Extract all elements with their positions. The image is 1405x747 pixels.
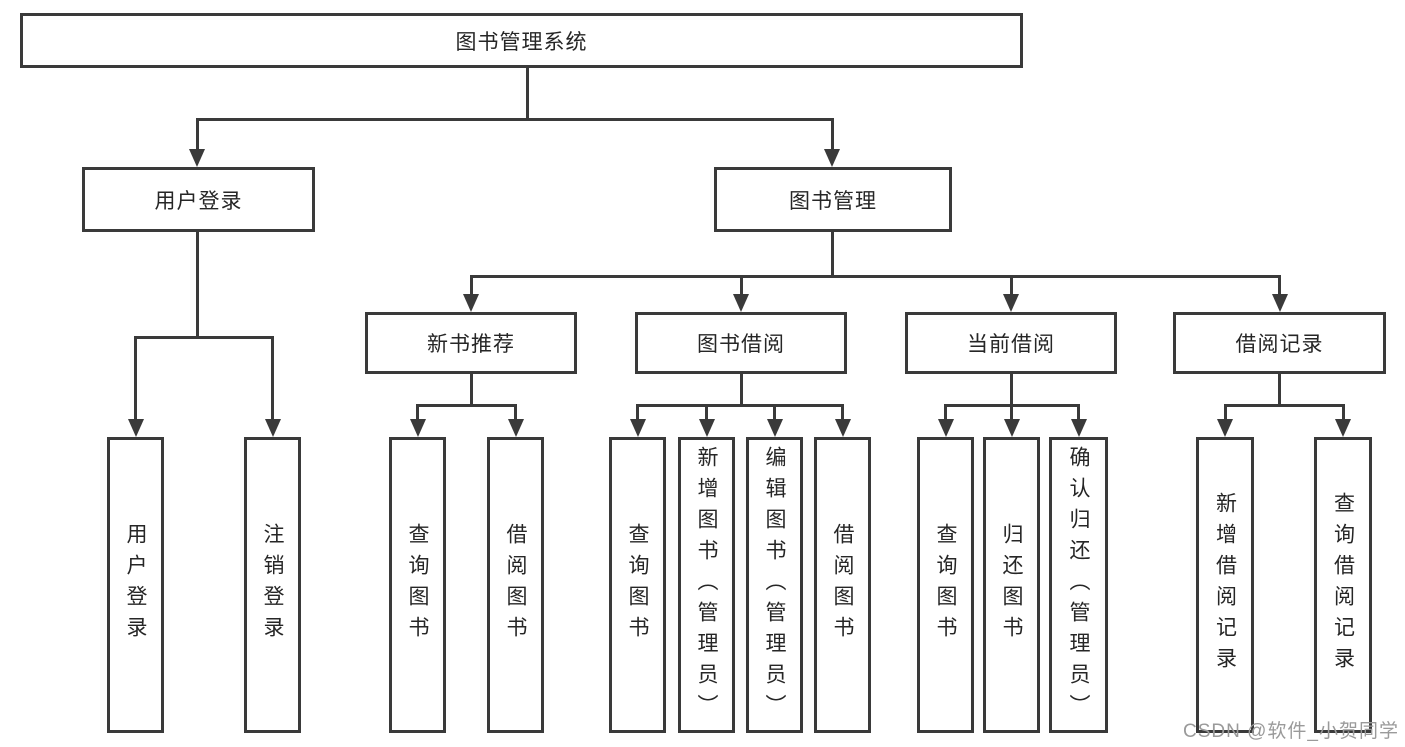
connector-bus-level2: [195, 118, 833, 121]
arrow-down-to-book-management: [830, 118, 834, 149]
connector-bus-user-login: [134, 336, 274, 339]
node-borrowing-records: 借阅记录: [1173, 312, 1386, 374]
arrow-down-leaf: [1077, 404, 1080, 419]
leaf-add-borrow-record: 新增借阅记录: [1196, 437, 1254, 733]
node-new-book-recommend: 新书推荐: [365, 312, 577, 374]
node-label: 用户登录: [154, 189, 243, 213]
arrow-down-leaf: [514, 404, 517, 419]
arrow-down-leaf: [1010, 404, 1013, 419]
leaf-add-book-admin: 新增图书（管理员）: [678, 437, 735, 733]
node-label: 借阅记录: [1235, 333, 1324, 356]
arrow-down-leaf: [1223, 404, 1227, 419]
leaf-query-book-recommend: 查询图书: [389, 437, 446, 733]
arrow-down-leaf: [773, 404, 776, 419]
leaf-confirm-return-admin: 确认归还（管理员）: [1049, 437, 1108, 733]
arrow-down-leaf: [841, 404, 844, 419]
leaf-edit-book-admin: 编辑图书（管理员）: [746, 437, 803, 733]
connector-root-drop: [525, 68, 529, 121]
arrow-down-to-new-book-recommend: [469, 275, 473, 294]
leaf-label: 新增借阅记录: [1213, 492, 1237, 678]
leaf-user-login: 用户登录: [107, 437, 164, 733]
arrow-down-to-user-login: [195, 118, 199, 149]
arrow-down-leaf: [416, 404, 419, 419]
connector-bus-borrowing-records: [1223, 404, 1345, 407]
leaf-label: 查询图书: [406, 523, 429, 647]
leaf-logout: 注销登录: [244, 437, 301, 733]
arrow-down-to-book-borrowing: [739, 275, 743, 294]
arrow-down-to-borrowing-records: [1278, 275, 1281, 294]
leaf-label: 用户登录: [124, 523, 147, 647]
node-label: 新书推荐: [427, 333, 515, 356]
leaf-query-book-current: 查询图书: [917, 437, 974, 733]
leaf-label: 新增图书（管理员）: [695, 445, 718, 725]
connector-borrowing-records-drop: [1278, 374, 1281, 407]
leaf-label: 确认归还（管理员）: [1067, 445, 1090, 725]
connector-bus-level3: [469, 275, 1280, 278]
node-user-login-group: 用户登录: [82, 167, 315, 232]
connector-book-borrowing-drop: [739, 374, 743, 407]
connector-bus-new-book-recommend: [416, 404, 517, 407]
leaf-borrow-book-recommend: 借阅图书: [487, 437, 544, 733]
node-book-borrowing: 图书借阅: [635, 312, 847, 374]
arrow-down-to-leaf-logout: [271, 336, 274, 419]
connector-user-login-drop: [195, 232, 199, 339]
arrow-down-leaf: [1341, 404, 1345, 419]
leaf-label: 借阅图书: [831, 523, 854, 647]
node-label: 图书管理: [789, 189, 877, 213]
connector-bus-book-borrowing: [636, 404, 844, 407]
arrow-down-leaf: [944, 404, 947, 419]
connector-book-management-drop: [830, 232, 834, 278]
node-label: 当前借阅: [967, 333, 1055, 356]
node-root-label: 图书管理系统: [455, 30, 588, 54]
node-current-borrowing: 当前借阅: [905, 312, 1117, 374]
leaf-label: 编辑图书（管理员）: [763, 445, 786, 725]
arrow-down-to-leaf-user-login: [134, 336, 137, 419]
leaf-label: 查询图书: [626, 523, 649, 647]
node-label: 图书借阅: [697, 333, 785, 356]
leaf-label: 注销登录: [261, 523, 284, 647]
leaf-borrow-book: 借阅图书: [814, 437, 871, 733]
arrow-down-to-current-borrowing: [1009, 275, 1013, 294]
connector-current-borrowing-drop: [1009, 374, 1013, 407]
node-book-management: 图书管理: [714, 167, 952, 232]
leaf-label: 查询借阅记录: [1331, 492, 1355, 678]
leaf-label: 借阅图书: [504, 523, 527, 647]
leaf-query-borrow-record: 查询借阅记录: [1314, 437, 1372, 733]
arrow-down-leaf: [705, 404, 708, 419]
csdn-watermark: CSDN @软件_小贺同学: [1183, 721, 1399, 742]
leaf-return-book: 归还图书: [983, 437, 1040, 733]
leaf-label: 归还图书: [1000, 523, 1023, 647]
connector-new-book-recommend-drop: [469, 374, 473, 407]
leaf-label: 查询图书: [934, 523, 957, 647]
arrow-down-leaf: [636, 404, 639, 419]
leaf-query-book-borrowing: 查询图书: [609, 437, 666, 733]
node-root: 图书管理系统: [20, 13, 1023, 68]
